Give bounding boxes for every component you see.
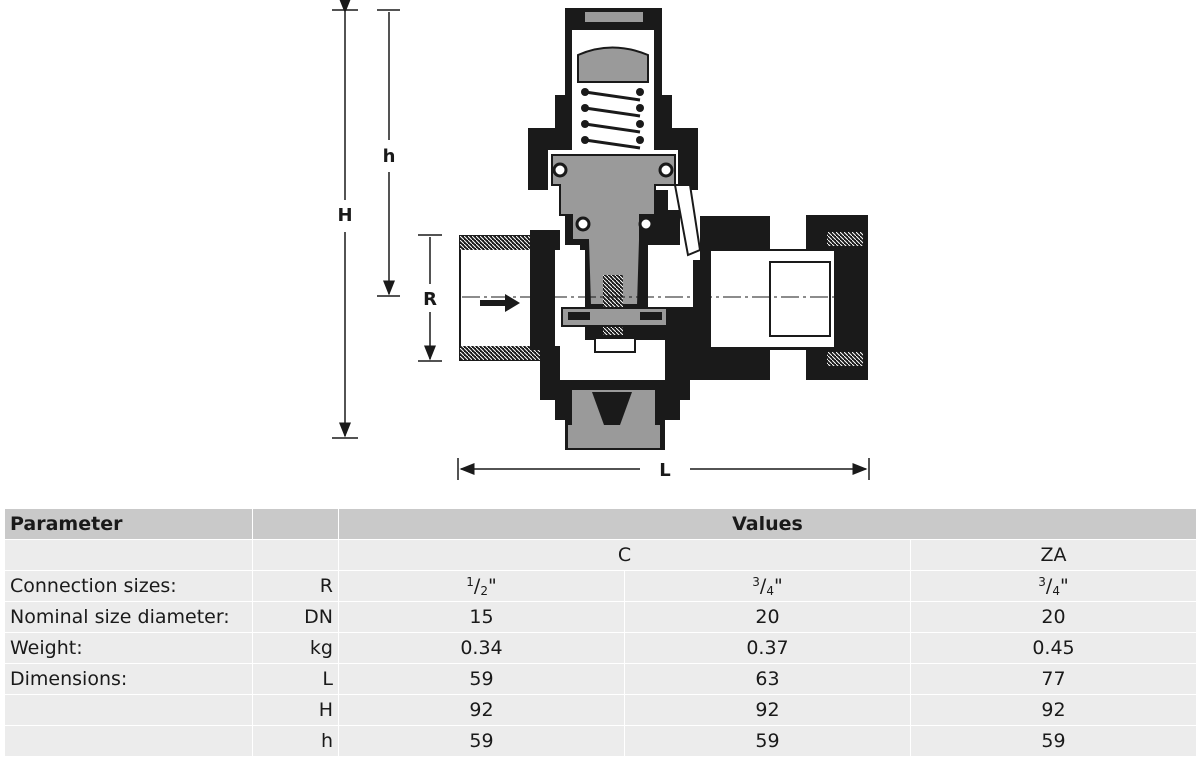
- table-row: H 92 92 92: [4, 694, 1198, 726]
- value-cell: 0.34: [338, 632, 625, 664]
- param-cell: Nominal size diameter:: [4, 601, 253, 633]
- symbol-cell: h: [252, 725, 339, 757]
- dimension-h: h: [377, 9, 400, 297]
- valve-cross-section-drawing: H h R L: [332, 0, 870, 481]
- symbol-cell: kg: [252, 632, 339, 664]
- valve-body: [459, 8, 868, 450]
- value-cell: 59: [909, 725, 1198, 757]
- specification-table: Parameter Values C ZA Connection sizes: …: [4, 508, 1198, 757]
- param-cell: Dimensions:: [4, 663, 253, 695]
- value-cell: 77: [909, 663, 1198, 695]
- group-blank-2: [252, 539, 339, 571]
- header-parameter: Parameter: [4, 508, 253, 540]
- dim-label-h: h: [383, 146, 396, 167]
- value-cell-fraction: 3/4": [909, 570, 1198, 602]
- dim-label-H: H: [337, 205, 352, 226]
- param-cell: [4, 694, 253, 726]
- dim-label-L: L: [659, 460, 670, 481]
- group-c: C: [338, 539, 911, 571]
- dim-label-R: R: [423, 289, 437, 310]
- value-cell: 20: [909, 601, 1198, 633]
- value-cell: 92: [338, 694, 625, 726]
- table-row: Connection sizes: R 1/2" 3/4" 3/4": [4, 570, 1198, 602]
- group-za: ZA: [909, 539, 1198, 571]
- header-symbol-blank: [252, 508, 339, 540]
- value-cell: 20: [624, 601, 911, 633]
- value-cell: 92: [624, 694, 911, 726]
- table-row: h 59 59 59: [4, 725, 1198, 757]
- symbol-cell: R: [252, 570, 339, 602]
- header-values: Values: [337, 508, 1198, 540]
- group-blank-1: [4, 539, 253, 571]
- value-cell: 59: [338, 663, 625, 695]
- value-cell-fraction: 1/2": [338, 570, 625, 602]
- table-row: Weight: kg 0.34 0.37 0.45: [4, 632, 1198, 664]
- table-row: Dimensions: L 59 63 77: [4, 663, 1198, 695]
- dimension-R: R: [418, 234, 442, 362]
- table-row: Nominal size diameter: DN 15 20 20: [4, 601, 1198, 633]
- value-cell: 0.45: [909, 632, 1198, 664]
- symbol-cell: H: [252, 694, 339, 726]
- value-cell: 63: [624, 663, 911, 695]
- symbol-cell: L: [252, 663, 339, 695]
- symbol-cell: DN: [252, 601, 339, 633]
- value-cell: 0.37: [624, 632, 911, 664]
- dimension-H: H: [332, 0, 358, 439]
- table-header-row: Parameter Values: [4, 508, 1198, 540]
- value-cell: 59: [624, 725, 911, 757]
- param-cell: Weight:: [4, 632, 253, 664]
- param-cell: [4, 725, 253, 757]
- value-cell: 59: [338, 725, 625, 757]
- dimension-L: L: [457, 458, 870, 481]
- param-cell: Connection sizes:: [4, 570, 253, 602]
- value-cell-fraction: 3/4": [624, 570, 911, 602]
- value-cell: 15: [338, 601, 625, 633]
- value-cell: 92: [909, 694, 1198, 726]
- table-group-row: C ZA: [4, 539, 1198, 571]
